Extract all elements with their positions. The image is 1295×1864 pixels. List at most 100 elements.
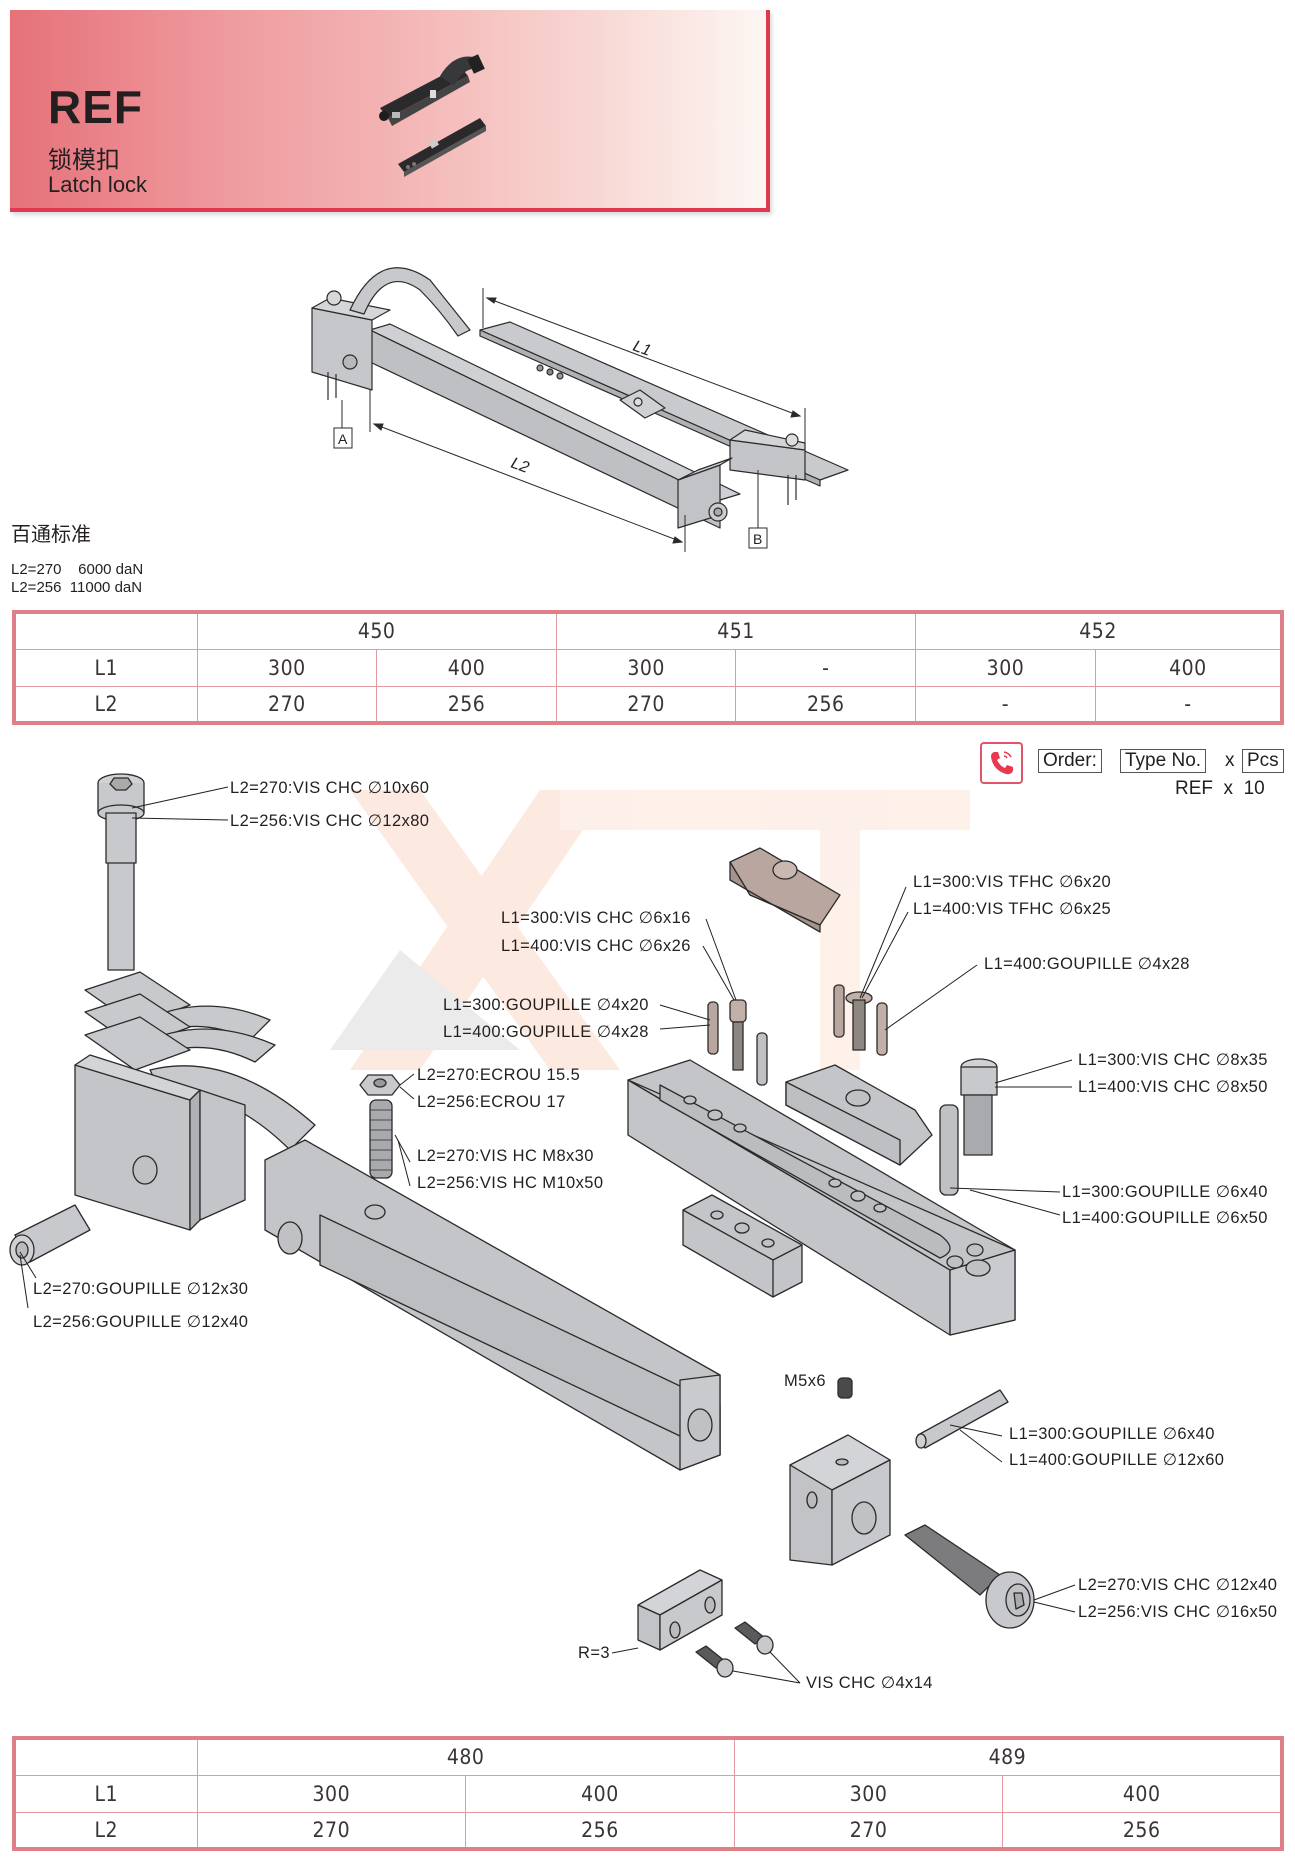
callout-label: L2=256:VIS HC M10x50 xyxy=(417,1174,604,1192)
order-info: Order: Type No. x Pcs REF x 10 xyxy=(980,742,1295,802)
order-label: Order: xyxy=(1038,749,1102,773)
label-b: B xyxy=(753,531,762,547)
nut-and-screw-hc xyxy=(359,1074,401,1179)
callout-label: L1=400:VIS CHC ∅6x26 xyxy=(501,937,691,955)
spring-plates xyxy=(84,971,316,1151)
callout-label: L1=400:GOUPILLE ∅4x28 xyxy=(443,1023,649,1041)
row-label: L1 xyxy=(13,1774,198,1813)
screw-chc-10x60 xyxy=(97,773,145,971)
dimension-line-l2 xyxy=(373,423,683,543)
lever-bar xyxy=(264,1139,721,1471)
pcs-label: Pcs xyxy=(1242,749,1284,773)
label-l2: L2 xyxy=(509,455,532,477)
label-a: A xyxy=(338,431,348,447)
latch-strap xyxy=(349,267,471,337)
table-cell: 300 xyxy=(196,1774,467,1813)
table-corner-cell xyxy=(13,611,198,650)
table-cell: 400 xyxy=(1002,1774,1283,1813)
callout-label: L2=270:GOUPILLE ∅12x30 xyxy=(33,1280,249,1298)
set-screw-m5x6 xyxy=(837,1377,853,1399)
force-rating: L2=256 11000 daN xyxy=(11,579,143,596)
leader-lines xyxy=(19,786,1076,1684)
end-block xyxy=(789,1434,891,1566)
callout-label: L2=270:VIS CHC ∅10x60 xyxy=(230,779,430,797)
order-example: REF x 10 xyxy=(1175,778,1265,799)
table-header-row: 480 489 xyxy=(13,1737,1283,1776)
callout-label: L1=300:GOUPILLE ∅6x40 xyxy=(1062,1183,1268,1201)
table-cell: 270 xyxy=(196,685,378,724)
callout-label: L2=256:GOUPILLE ∅12x40 xyxy=(33,1313,249,1331)
table-cell: 400 xyxy=(376,648,557,687)
table-cell: 400 xyxy=(1094,648,1283,687)
screw-chc-12x40 xyxy=(904,1524,1035,1629)
callout-label: L1=400:GOUPILLE ∅6x50 xyxy=(1062,1209,1268,1227)
label-l1: L1 xyxy=(631,338,654,360)
table-cell: 256 xyxy=(1002,1811,1283,1850)
head-block xyxy=(311,307,373,391)
callout-label: L1=400:GOUPILLE ∅4x28 xyxy=(984,955,1190,973)
table-corner-cell xyxy=(13,1737,198,1776)
callout-label: L2=270:VIS HC M8x30 xyxy=(417,1147,594,1165)
callout-label: L1=300:GOUPILLE ∅4x20 xyxy=(443,996,649,1014)
product-title-cn: 锁模扣 xyxy=(48,146,120,174)
point-b-box xyxy=(748,527,768,549)
callout-label: L1=300:VIS CHC ∅8x35 xyxy=(1078,1051,1268,1069)
callout-label: L1=300:VIS TFHC ∅6x20 xyxy=(913,873,1112,891)
table-cell: 300 xyxy=(555,648,737,687)
spec-table-2: 480 489 L1 300 400 300 400 L2 270 256 27… xyxy=(12,1736,1284,1851)
callout-label: L2=270:ECROU 15.5 xyxy=(417,1066,581,1084)
point-a-box xyxy=(333,427,353,449)
key-block xyxy=(637,1569,723,1651)
table-cell: 270 xyxy=(733,1811,1004,1850)
row-label: L2 xyxy=(13,685,198,724)
callout-label: VIS CHC ∅4x14 xyxy=(806,1674,933,1692)
header-banner: REF 锁模扣 Latch lock xyxy=(10,10,770,212)
table-cell: - xyxy=(1094,685,1283,724)
table-cell: 300 xyxy=(915,648,1096,687)
latch-lever-image xyxy=(379,54,485,126)
force-rating: L2=270 6000 daN xyxy=(11,561,144,578)
table-row: L1 300 400 300 400 xyxy=(13,1774,1283,1813)
screw-chc-8x35 xyxy=(939,1058,998,1196)
assembly-drawing: L1 L2 A B xyxy=(311,267,849,552)
callout-label: L1=300:VIS CHC ∅6x16 xyxy=(501,909,691,927)
exploded-view xyxy=(9,773,1076,1684)
table-group-header: 480 xyxy=(196,1737,735,1776)
watermark xyxy=(330,790,970,1070)
latch-rail-image xyxy=(398,118,486,177)
table-cell: 256 xyxy=(465,1811,735,1850)
phone-icon[interactable] xyxy=(980,742,1023,784)
screws-chc-4x14 xyxy=(695,1621,774,1678)
callout-label: L2=256:VIS CHC ∅12x80 xyxy=(230,812,430,830)
callout-label: L1=400:VIS CHC ∅8x50 xyxy=(1078,1078,1268,1096)
guide-rail xyxy=(627,1059,1016,1336)
type-no-label: Type No. xyxy=(1120,749,1207,773)
small-block xyxy=(682,1194,803,1298)
spec-table-1: 450 451 452 L1 300 400 300 - 300 400 L2 … xyxy=(12,610,1284,725)
product-title-en: Latch lock xyxy=(48,172,148,197)
dimension-line-l1 xyxy=(486,297,801,417)
pin-6x40 xyxy=(915,1389,1009,1449)
wedge-block-middle xyxy=(785,1064,933,1166)
phone-glyph xyxy=(990,751,1013,775)
callout-label: R=3 xyxy=(578,1644,610,1662)
small-fasteners xyxy=(707,984,888,1086)
pin-12x30 xyxy=(9,1204,91,1266)
table-cell: 300 xyxy=(196,648,378,687)
table-group-header: 489 xyxy=(733,1737,1283,1776)
table-cell: 270 xyxy=(555,685,737,724)
standard-title: 百通标准 xyxy=(11,522,91,546)
table-cell: - xyxy=(735,648,917,687)
callout-label: M5x6 xyxy=(784,1372,826,1390)
callout-label: L1=400:VIS TFHC ∅6x25 xyxy=(913,900,1112,918)
clamp-block xyxy=(74,1054,246,1231)
table-cell: 400 xyxy=(465,1774,735,1813)
wedge-block-top xyxy=(729,847,841,933)
table-group-header: 450 xyxy=(196,611,557,650)
times-sign: x xyxy=(1225,750,1235,771)
table-row: L2 270 256 270 256 xyxy=(13,1811,1283,1850)
callout-label: L2=270:VIS CHC ∅12x40 xyxy=(1078,1576,1278,1594)
callout-label: L2=256:ECROU 17 xyxy=(417,1093,566,1111)
table-group-header: 451 xyxy=(555,611,917,650)
table-cell: - xyxy=(915,685,1096,724)
